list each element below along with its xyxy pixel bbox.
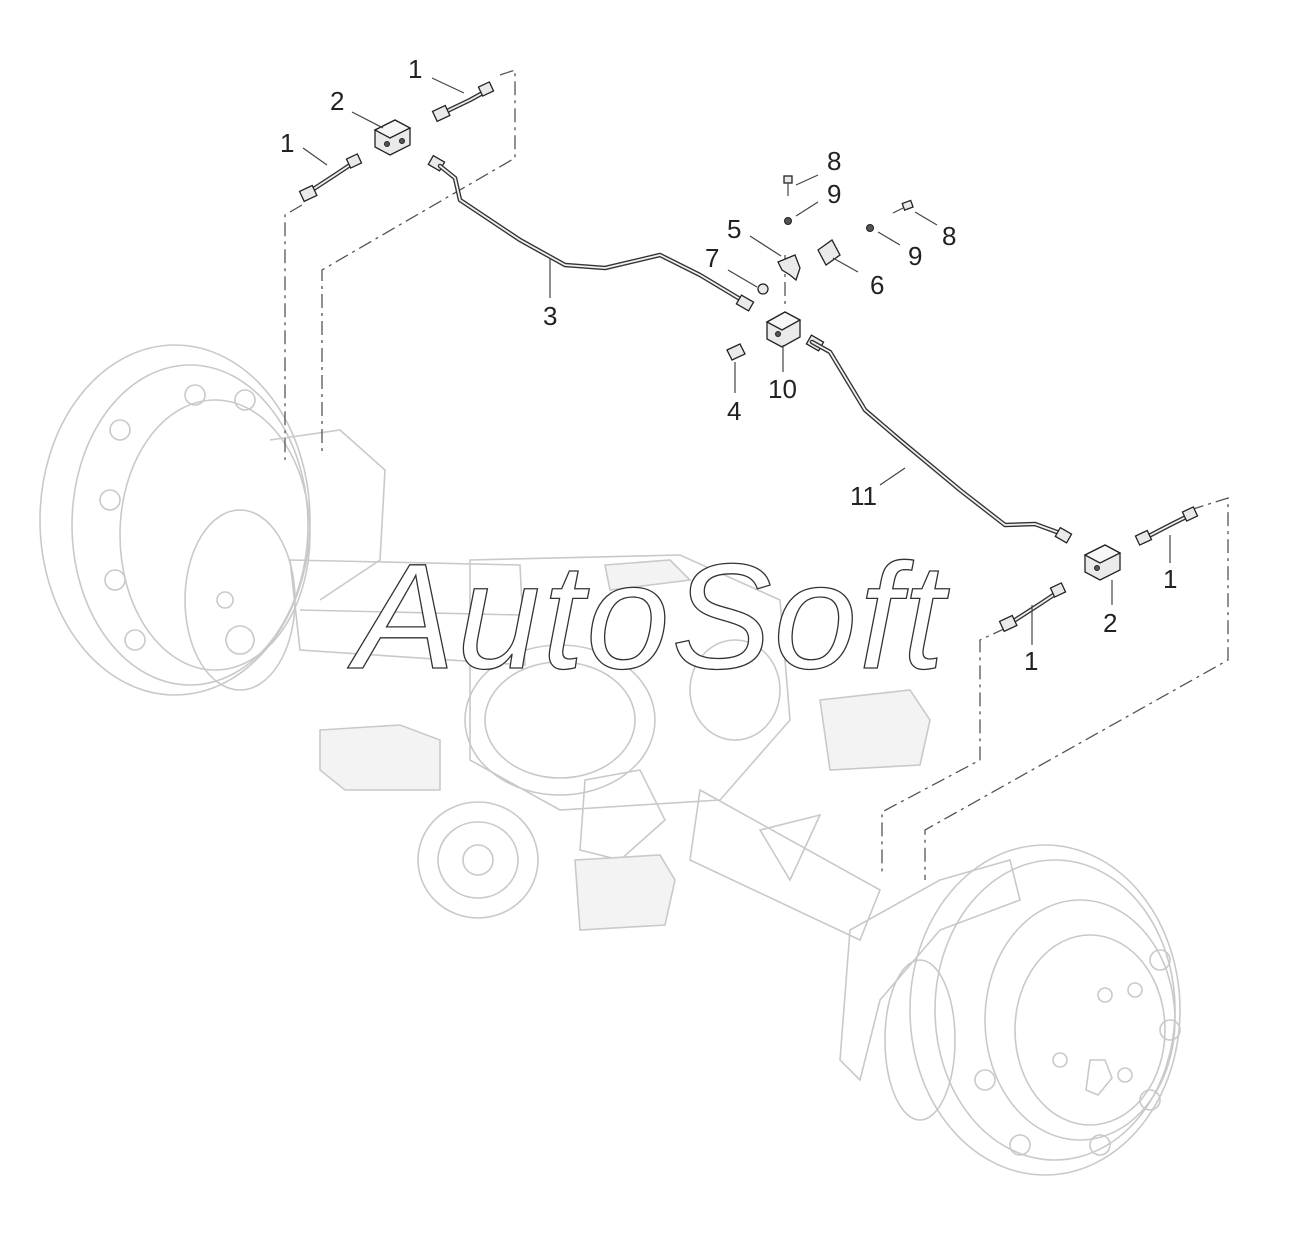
callout-9-right: 9 — [908, 241, 922, 271]
watermark: AutoSoft — [347, 532, 950, 700]
callout-7: 7 — [705, 243, 719, 273]
brake-pipe-11 — [809, 339, 1073, 544]
axle-tube-right — [689, 788, 882, 942]
callout-10: 10 — [768, 374, 797, 404]
differential-housing — [417, 554, 791, 919]
callout-8-top: 8 — [827, 146, 841, 176]
brake-pipe-3 — [437, 163, 755, 312]
callout-1-top: 1 — [408, 54, 422, 84]
callout-4: 4 — [727, 396, 741, 426]
right-wheel-hub — [839, 844, 1181, 1176]
mounting-brackets — [319, 559, 931, 931]
leader-lines — [302, 77, 1171, 645]
left-junction-assembly — [298, 81, 495, 203]
callout-5: 5 — [727, 214, 741, 244]
axle-tube-left — [289, 559, 526, 666]
callout-11: 11 — [850, 481, 877, 511]
callout-2-left: 2 — [330, 86, 344, 116]
callout-1-left: 1 — [280, 128, 294, 158]
callout-1-right: 1 — [1163, 564, 1177, 594]
callout-8-right: 8 — [942, 221, 956, 251]
right-junction-assembly — [998, 506, 1199, 633]
callout-1-bottom: 1 — [1024, 646, 1038, 676]
callout-3: 3 — [543, 301, 557, 331]
assembly-guide-lines — [284, 69, 1229, 880]
callout-9-top: 9 — [827, 179, 841, 209]
callout-labels: 1 2 1 3 8 9 5 8 7 9 6 10 4 11 1 2 1 — [280, 54, 1177, 676]
callout-6: 6 — [870, 270, 884, 300]
left-wheel-hub — [39, 344, 386, 696]
centre-tee-assembly — [726, 175, 914, 361]
axle-assembly-background — [39, 344, 1181, 1176]
callout-2-right: 2 — [1103, 608, 1117, 638]
